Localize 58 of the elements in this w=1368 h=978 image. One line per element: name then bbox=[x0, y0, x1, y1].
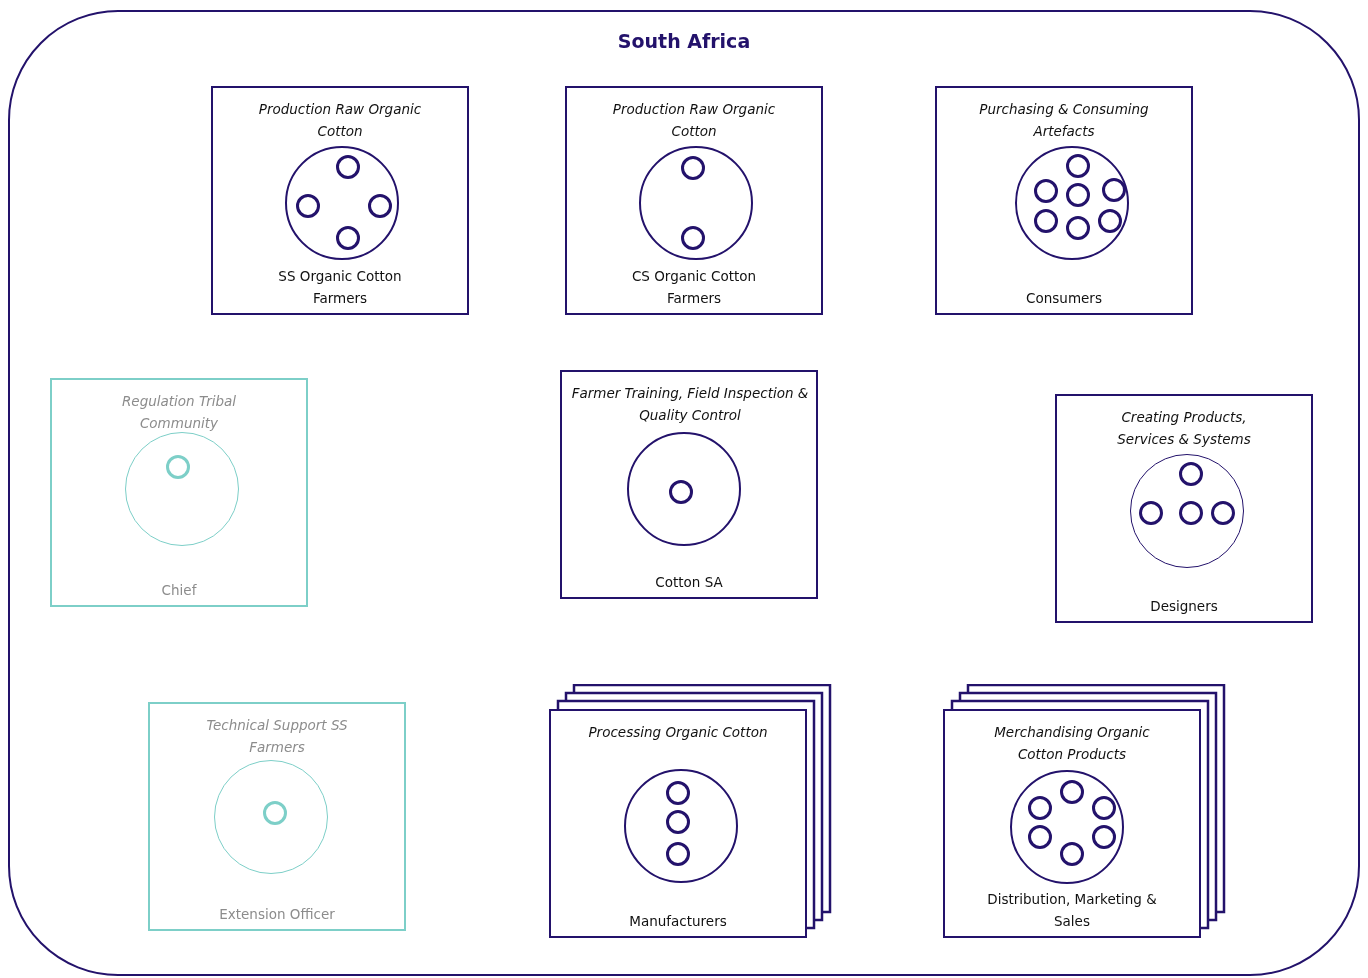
role-card bbox=[1055, 394, 1313, 623]
member-circle bbox=[1066, 182, 1090, 207]
role-heading: Purchasing & Consuming Artefacts bbox=[978, 100, 1150, 141]
member-circle bbox=[1092, 824, 1116, 849]
role-name: Designers bbox=[1149, 597, 1219, 616]
member-circle bbox=[1179, 461, 1203, 486]
member-circle bbox=[681, 155, 705, 180]
member-circle bbox=[669, 479, 693, 504]
role-name: Manufacturers bbox=[628, 912, 728, 931]
role-card bbox=[50, 378, 308, 607]
role-heading: Merchandising Organic Cotton Products bbox=[993, 723, 1151, 764]
member-circle bbox=[1211, 500, 1235, 525]
role-name: Consumers bbox=[1025, 289, 1103, 308]
member-circle bbox=[1066, 153, 1090, 178]
role-heading: Technical Support SS Farmers bbox=[205, 716, 349, 757]
member-circle bbox=[1034, 208, 1058, 233]
role-name: Chief bbox=[160, 581, 198, 600]
role-heading: Regulation Tribal Community bbox=[120, 392, 238, 433]
member-circle bbox=[1179, 500, 1203, 525]
role-heading: Creating Products, Services & Systems bbox=[1116, 408, 1252, 449]
member-circle bbox=[1098, 208, 1122, 233]
member-circle bbox=[336, 225, 360, 250]
role-card bbox=[148, 702, 406, 931]
role-name: Distribution, Marketing & Sales bbox=[986, 890, 1158, 931]
role-name: Cotton SA bbox=[654, 573, 724, 592]
role-card bbox=[211, 86, 469, 315]
member-circle bbox=[263, 800, 287, 825]
member-circle bbox=[666, 780, 690, 805]
member-circle bbox=[666, 841, 690, 866]
member-circle bbox=[336, 154, 360, 179]
member-circle bbox=[1060, 841, 1084, 866]
region-panel bbox=[8, 10, 1360, 976]
member-circle bbox=[1034, 178, 1058, 203]
member-circle bbox=[1060, 779, 1084, 804]
member-circle bbox=[681, 225, 705, 250]
role-heading: Production Raw Organic Cotton bbox=[257, 100, 423, 141]
role-heading: Farmer Training, Field Inspection & Quality Control bbox=[570, 384, 810, 425]
member-circle bbox=[296, 193, 320, 218]
role-card bbox=[549, 709, 807, 938]
member-circle bbox=[1139, 500, 1163, 525]
role-card bbox=[560, 370, 818, 599]
role-name: SS Organic Cotton Farmers bbox=[277, 267, 403, 308]
role-heading: Production Raw Organic Cotton bbox=[611, 100, 777, 141]
member-circle bbox=[1066, 215, 1090, 240]
role-heading: Processing Organic Cotton bbox=[587, 723, 769, 742]
member-circle bbox=[1102, 177, 1126, 202]
member-circle bbox=[666, 809, 690, 834]
member-circle bbox=[1092, 795, 1116, 820]
member-circle bbox=[1028, 795, 1052, 820]
role-card bbox=[935, 86, 1193, 315]
role-name: Extension Officer bbox=[218, 905, 336, 924]
role-card bbox=[565, 86, 823, 315]
member-circle bbox=[1028, 824, 1052, 849]
member-circle bbox=[368, 193, 392, 218]
region-title: South Africa bbox=[616, 30, 752, 52]
role-name: CS Organic Cotton Farmers bbox=[630, 267, 758, 308]
role-card bbox=[943, 709, 1201, 938]
member-circle bbox=[166, 454, 190, 479]
